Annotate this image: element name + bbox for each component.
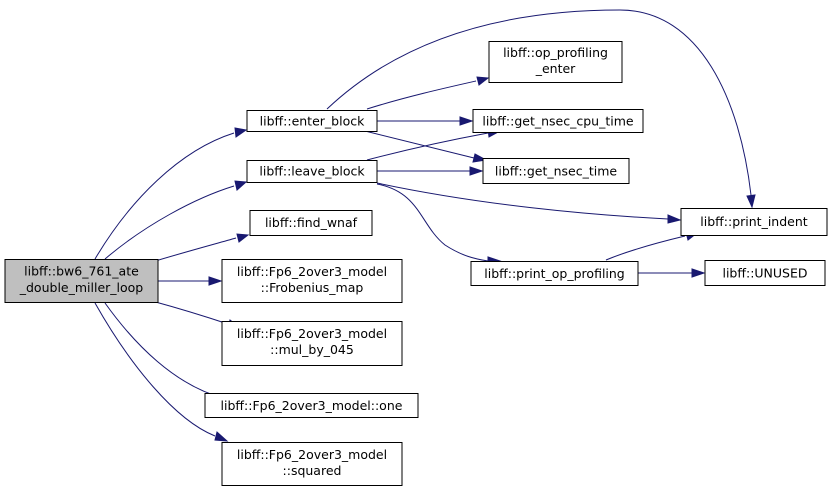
- node-unused[interactable]: libff::UNUSED: [704, 260, 826, 286]
- edge-root-to-squared: [94, 302, 229, 442]
- node-label-line: libff::get_nsec_time: [495, 164, 617, 179]
- node-label-line: libff::enter_block: [260, 114, 365, 129]
- node-one[interactable]: libff::Fp6_2over3_model::one: [204, 393, 419, 418]
- node-label-line: libff::print_indent: [700, 214, 807, 229]
- node-print-op-profiling[interactable]: libff::print_op_profiling: [470, 261, 639, 286]
- node-label-line: libff::get_nsec_cpu_time: [482, 114, 633, 129]
- edge-enter-block-to-get-nsec-cpu-time: [377, 116, 474, 126]
- node-label-line: _double_miller_loop: [19, 280, 144, 295]
- edge-leave-block-to-print-indent: [376, 182, 682, 224]
- node-label-line: libff::print_op_profiling: [484, 266, 625, 281]
- node-label-line: libff::Fp6_2over3_model: [237, 264, 387, 279]
- edge-leave-block-to-get-nsec-time: [377, 166, 484, 176]
- edge-print-op-profiling-to-print-indent: [605, 231, 699, 261]
- node-label-line: libff::Fp6_2over3_model::one: [221, 398, 403, 413]
- edge-leave-block-to-print-op-profiling: [376, 183, 502, 266]
- node-enter-block[interactable]: libff::enter_block: [246, 110, 378, 132]
- call-graph-nodes: libff::bw6_761_ate _double_miller_loop l…: [4, 41, 828, 486]
- node-find-wnaf[interactable]: libff::find_wnaf: [249, 210, 373, 236]
- node-bw6-761-ate-double-miller-loop[interactable]: libff::bw6_761_ate _double_miller_loop: [4, 259, 159, 303]
- node-label-line: ::mul_by_045: [270, 342, 354, 357]
- node-frobenius-map[interactable]: libff::Fp6_2over3_model ::Frobenius_map: [221, 259, 403, 303]
- edge-enter-block-to-print-indent: [326, 9, 756, 209]
- node-label-line: libff::UNUSED: [722, 266, 807, 281]
- edge-root-to-one: [104, 302, 237, 403]
- node-label-line: libff::find_wnaf: [265, 215, 358, 230]
- node-get-nsec-cpu-time[interactable]: libff::get_nsec_cpu_time: [472, 109, 644, 133]
- edge-leave-block-to-get-nsec-cpu-time: [366, 128, 502, 161]
- edge-root-to-frobenius-map: [158, 276, 223, 286]
- edge-root-to-leave-block: [104, 180, 248, 260]
- node-print-indent[interactable]: libff::print_indent: [680, 208, 828, 236]
- node-label-line: _enter: [535, 61, 576, 76]
- node-leave-block[interactable]: libff::leave_block: [246, 160, 378, 183]
- node-op-profiling-enter[interactable]: libff::op_profiling _enter: [488, 41, 623, 83]
- node-get-nsec-time[interactable]: libff::get_nsec_time: [482, 158, 630, 184]
- call-graph-edges: [94, 9, 756, 442]
- node-squared[interactable]: libff::Fp6_2over3_model ::squared: [221, 442, 403, 486]
- edge-enter-block-to-op-profiling-enter: [366, 76, 490, 110]
- node-label-line: libff::Fp6_2over3_model: [237, 447, 387, 462]
- edge-enter-block-to-get-nsec-time: [364, 130, 488, 163]
- node-label-line: ::Frobenius_map: [261, 280, 364, 295]
- edge-print-op-profiling-to-unused: [638, 268, 706, 278]
- node-mul-by-045[interactable]: libff::Fp6_2over3_model ::mul_by_045: [221, 321, 403, 366]
- node-label-line: libff::op_profiling: [503, 45, 608, 60]
- node-label-line: libff::Fp6_2over3_model: [237, 326, 387, 341]
- node-label-line: ::squared: [283, 463, 342, 478]
- node-label-line: libff::leave_block: [259, 164, 365, 179]
- edge-root-to-enter-block: [94, 127, 248, 260]
- edge-root-to-find-wnaf: [151, 233, 250, 263]
- node-label-line: libff::bw6_761_ate: [24, 264, 139, 279]
